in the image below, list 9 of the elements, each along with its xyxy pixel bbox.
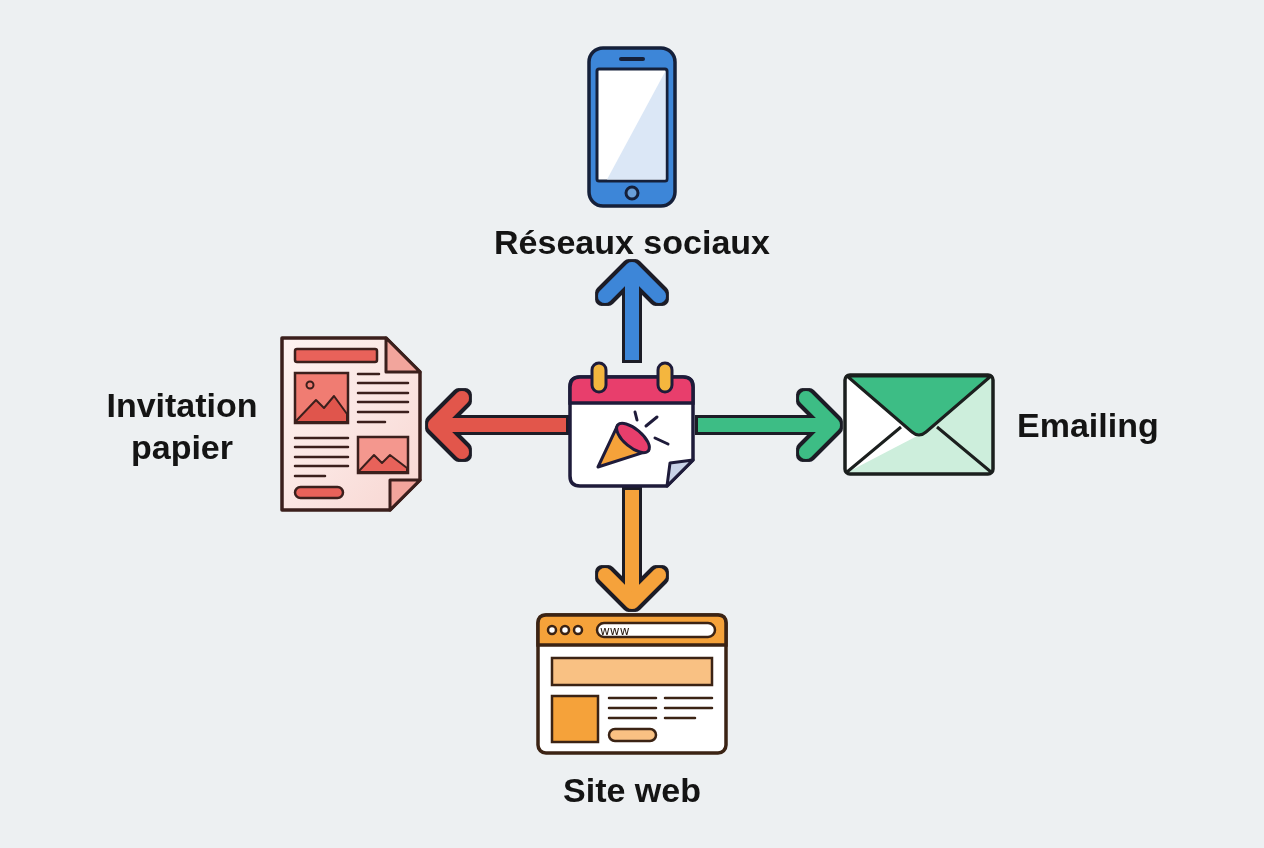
arrow: [428, 391, 566, 459]
node-label: Emailing: [1017, 405, 1160, 445]
calendar-party-popper-icon: [566, 360, 698, 490]
node-label: Site web: [562, 770, 702, 810]
url-text: www: [600, 625, 630, 637]
node-label: Invitation papier: [105, 385, 259, 468]
arrow: [698, 391, 840, 459]
arrow: [598, 262, 666, 360]
node-label: Réseaux sociaux: [493, 222, 771, 262]
